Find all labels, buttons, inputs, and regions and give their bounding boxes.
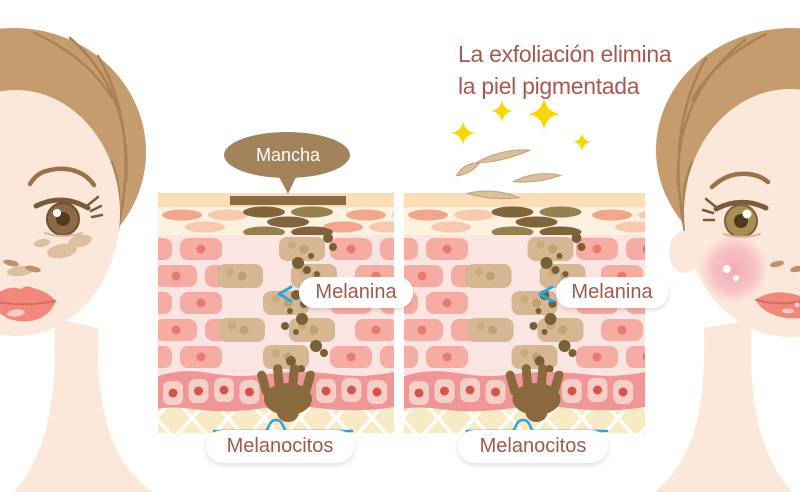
heading: La exfoliación elimina la piel pigmentad…	[458, 38, 672, 102]
heading-line2: la piel pigmentada	[458, 73, 640, 99]
melanocytes-bracket-left	[212, 418, 354, 433]
melanina-label-right: Melanina	[556, 277, 668, 308]
melanina-label-left: Melanina	[299, 277, 413, 308]
melanocyte	[505, 364, 564, 422]
melanocyte	[257, 364, 315, 422]
skin-flakes	[455, 149, 563, 200]
happy-face-illustration	[655, 28, 800, 492]
pigment-spots	[7, 234, 92, 277]
sparkle-icons	[451, 98, 591, 151]
blush	[700, 235, 768, 303]
left-eye	[33, 195, 104, 237]
melanocytes-bracket-right	[465, 418, 609, 433]
skin-panel-after	[404, 193, 645, 433]
mancha-label: Mancha	[255, 145, 321, 165]
melanina-arrow-left	[277, 285, 293, 303]
melanina-arrow-right	[538, 285, 554, 303]
concerned-face-illustration	[0, 28, 152, 492]
skin-panel-before	[158, 193, 394, 433]
melanocitos-label-right: Melanocitos	[458, 430, 608, 463]
mancha-bubble	[224, 132, 350, 194]
lips	[755, 292, 800, 319]
heading-line1: La exfoliación elimina	[458, 41, 672, 67]
lips	[0, 286, 56, 322]
melanocitos-label-left: Melanocitos	[206, 430, 354, 463]
